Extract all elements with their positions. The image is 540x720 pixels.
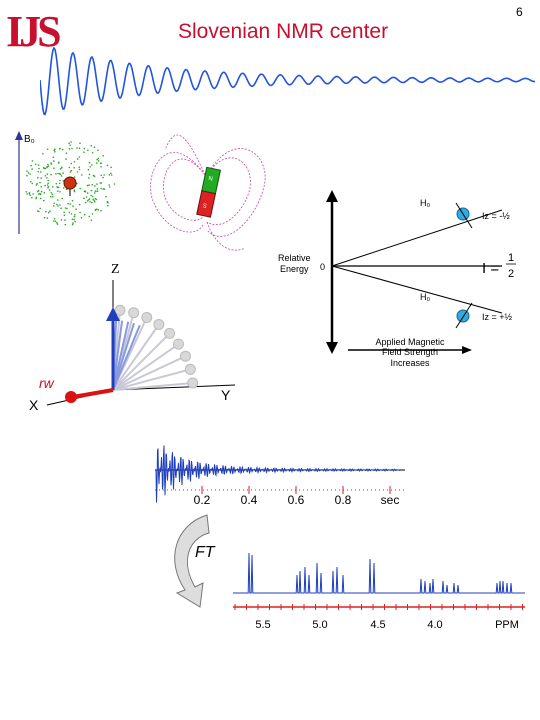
page-number: 6 [516, 5, 523, 19]
spin-ensemble-diagram: B₀ [15, 131, 116, 234]
fid-tick-label: sec [381, 493, 400, 507]
spin-denominator: 2 [508, 268, 514, 280]
page-title: Slovenian NMR center [178, 20, 389, 43]
fid-tick-label: 0.2 [194, 493, 211, 507]
ppm-tick-label: 4.0 [427, 619, 442, 631]
ppm-axis-ticks [234, 604, 523, 610]
fid-chart: 0.2 0.4 0.6 0.8 sec [155, 445, 405, 507]
nucleus-icon [63, 176, 77, 190]
decaying-wave [40, 46, 536, 116]
fid-tick-label: 0.6 [288, 493, 305, 507]
fid-tick-label: 0.4 [241, 493, 258, 507]
magnetization-rotation-diagram: Z Y X rw [29, 262, 236, 413]
field-axis-label-2: Field Strength [382, 347, 438, 357]
bottom-field-label: H₀ [420, 292, 430, 302]
ppm-tick-label: 4.5 [370, 619, 385, 631]
spin-dots-cloud [25, 141, 116, 226]
svg-text:S: S [202, 203, 207, 210]
spin-numerator: 1 [508, 252, 514, 264]
energy-axis-label-2: Energy [280, 264, 309, 274]
fid-tick-label: 0.8 [335, 493, 352, 507]
curved-arrow-icon [174, 514, 210, 608]
field-axis-label-1: Applied Magnetic [375, 337, 445, 347]
fid-signal [155, 445, 401, 503]
bottom-state-label: Iz = +½ [482, 312, 513, 322]
ft-label: FT [195, 544, 216, 561]
top-state-label: Iz = -½ [482, 211, 510, 221]
y-axis-label: Y [221, 387, 231, 403]
svg-text:N: N [208, 176, 213, 183]
z-axis-label: Z [111, 262, 120, 277]
b0-label: B₀ [24, 134, 35, 145]
fid-axis-ticks [201, 486, 391, 494]
ft-transform-arrow: FT [174, 514, 216, 608]
institute-logo: IJS [6, 7, 62, 56]
top-field-label: H₀ [420, 198, 430, 208]
field-axis-label-3: Increases [390, 358, 430, 368]
zero-label: 0 [320, 262, 325, 272]
ppm-tick-label: PPM [495, 619, 519, 631]
energy-axis-label-1: Relative [278, 253, 311, 263]
spin-down-icon [456, 309, 470, 323]
rf-label: rw [39, 375, 55, 391]
spectrum-trace [233, 552, 525, 594]
ppm-tick-label: 5.5 [255, 619, 270, 631]
x-axis-label: X [29, 397, 39, 413]
rotating-vectors-fan [112, 304, 199, 391]
nmr-spectrum-chart: 5.5 5.0 4.5 4.0 PPM [233, 552, 525, 631]
ppm-tick-label: 5.0 [312, 619, 327, 631]
energy-level-diagram: Relative Energy 0 H₀ Iz = -½ I = 1 2 H₀ … [278, 190, 516, 368]
decaying-wave-banner [40, 46, 536, 116]
bar-magnet-diagram: N S [150, 134, 266, 251]
spin-label: I = [482, 260, 499, 277]
